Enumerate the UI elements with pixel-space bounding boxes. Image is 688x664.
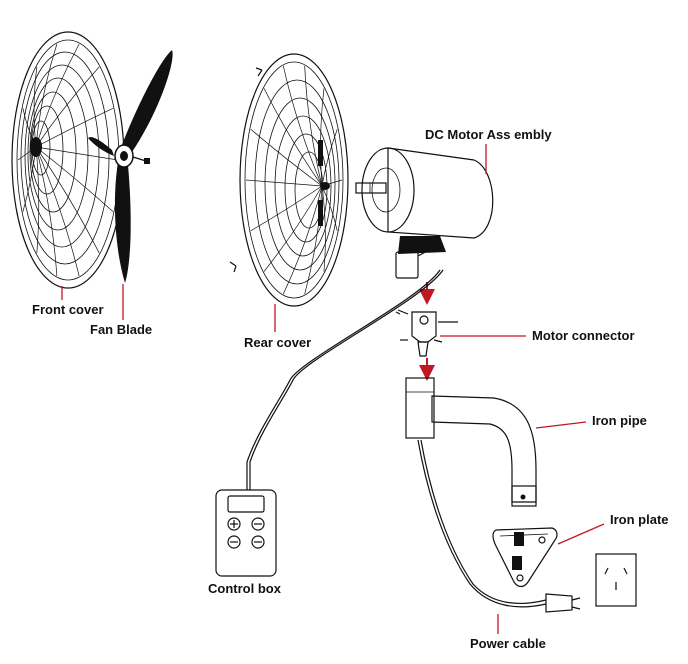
label-fan-blade: Fan Blade (90, 322, 152, 337)
iron-pipe (405, 377, 537, 507)
grille-spoke (263, 185, 323, 272)
grille-spoke (35, 43, 58, 148)
grille-spoke (35, 146, 119, 161)
fan-blade (88, 50, 173, 283)
grille-spoke (304, 65, 323, 187)
label-iron-pipe: Iron pipe (592, 413, 647, 428)
label-motor-connector: Motor connector (532, 328, 635, 343)
grille-spoke (35, 146, 100, 254)
rear-cover-grille (229, 53, 349, 307)
grille-spoke (35, 146, 58, 277)
label-dc-motor: DC Motor Ass embly (425, 127, 552, 142)
label-control-box: Control box (208, 581, 282, 596)
leader-iron-pipe (535, 421, 587, 429)
label-front-cover: Front cover (32, 302, 104, 317)
grille-spoke (263, 88, 323, 187)
grille-spoke (35, 146, 40, 254)
plus-icon (227, 517, 241, 531)
grille-spoke (250, 185, 323, 232)
grille-spoke (245, 179, 323, 187)
grille-spoke (35, 108, 114, 148)
label-iron-plate: Iron plate (610, 512, 669, 527)
control-box (215, 489, 277, 577)
minus-icon (251, 517, 265, 531)
grille-spoke (250, 128, 323, 187)
grille-spoke (304, 185, 323, 295)
grille-spoke (35, 43, 80, 148)
grille-spoke (35, 66, 100, 148)
grille-spoke (321, 185, 326, 272)
grille-spoke (35, 146, 80, 277)
front-cover-grille (11, 31, 125, 289)
power-cable (417, 439, 547, 608)
grille-spoke (282, 65, 323, 187)
grille-spoke (35, 146, 114, 212)
rear-cover-spokes (245, 65, 343, 295)
grille-spoke (283, 185, 323, 295)
wall-socket-icon (595, 553, 637, 607)
motor-connector (395, 309, 458, 357)
label-power-cable: Power cable (470, 636, 546, 651)
front-cover-hub (30, 137, 42, 157)
dc-motor-assembly (355, 147, 494, 279)
grille-spoke (321, 129, 338, 187)
iron-plate (492, 527, 558, 588)
leader-iron-plate (557, 523, 605, 545)
control-display (227, 495, 265, 513)
grille-spoke (320, 88, 325, 187)
minus-icon (227, 535, 241, 549)
power-plug (545, 593, 573, 613)
front-cover-spokes (17, 43, 119, 277)
label-rear-cover: Rear cover (244, 335, 311, 350)
control-cable (246, 269, 441, 490)
minus-icon (251, 535, 265, 549)
